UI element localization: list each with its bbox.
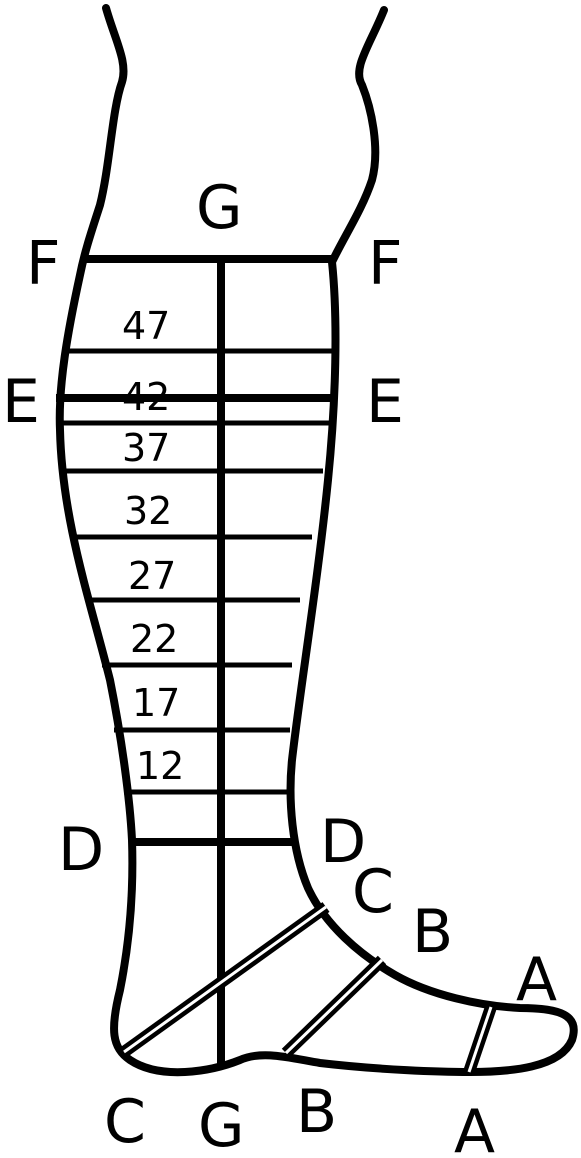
label-E-right: E <box>366 367 404 437</box>
band-number-32: 32 <box>124 489 172 533</box>
band-number-22: 22 <box>130 617 178 661</box>
line-A-inner <box>469 1007 491 1072</box>
label-E-left: E <box>2 367 40 437</box>
band-number-27: 27 <box>128 554 176 598</box>
label-F-right: F <box>368 229 403 299</box>
label-C-right: C <box>352 857 394 927</box>
band-number-12: 12 <box>136 744 184 788</box>
label-A-bottom: A <box>454 1097 495 1158</box>
label-B-bottom: B <box>296 1077 337 1147</box>
band-number-37: 37 <box>122 426 170 470</box>
line-B-inner <box>286 960 382 1053</box>
label-B-right: B <box>412 897 453 967</box>
label-F-left: F <box>26 229 61 299</box>
label-C-bottom: C <box>104 1087 146 1157</box>
label-A-right: A <box>516 945 557 1015</box>
band-number-42: 42 <box>122 375 170 419</box>
band-number-47: 47 <box>122 304 170 348</box>
label-D-left: D <box>58 815 104 885</box>
label-G-top: G <box>196 173 243 243</box>
label-G-bottom: G <box>198 1091 245 1158</box>
band-number-17: 17 <box>132 681 180 725</box>
